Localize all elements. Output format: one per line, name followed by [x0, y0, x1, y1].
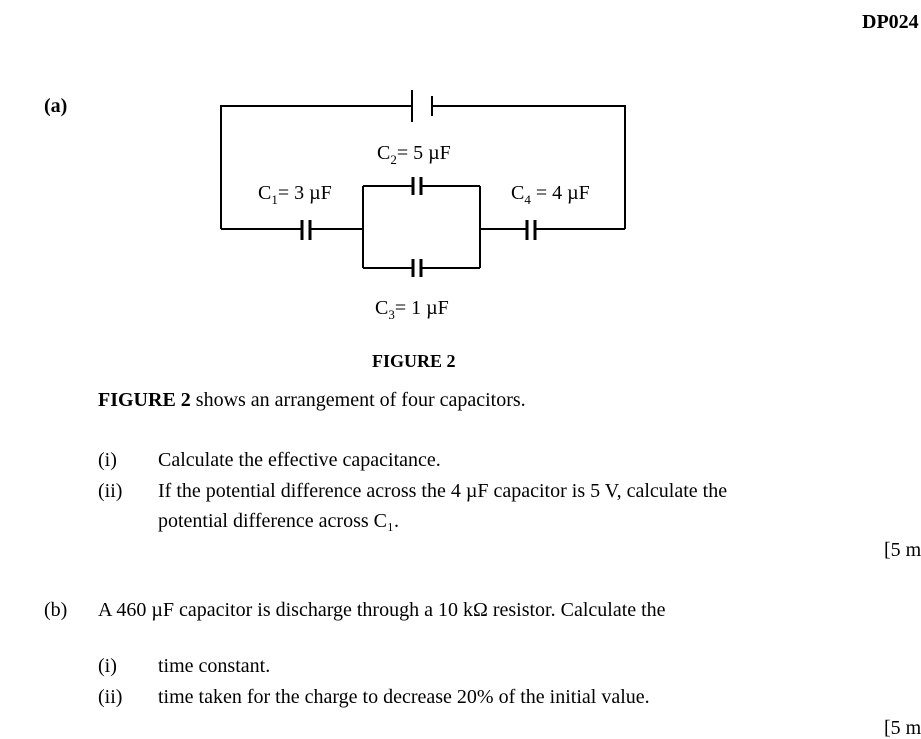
- c4-label: C4 = 4 µF: [511, 183, 590, 206]
- question-a-ii-number: (ii): [98, 480, 123, 502]
- figure-caption: FIGURE 2: [372, 351, 456, 371]
- top-wire-right: [432, 105, 626, 229]
- question-a-ii-text: If the potential difference across the 4…: [158, 480, 728, 502]
- c3-value: = 1 µF: [394, 297, 449, 319]
- c1-label: C1= 3 µF: [258, 183, 332, 206]
- c3-sub: 3: [388, 307, 395, 322]
- part-b-marks: [5 m: [884, 717, 921, 739]
- question-b-i-text: time constant.: [158, 655, 271, 677]
- part-b-label: (b): [44, 599, 68, 621]
- part-b-text: A 460 µF capacitor is discharge through …: [98, 599, 666, 621]
- part-a-marks: [5 m: [884, 539, 921, 561]
- question-b-i-number: (i): [98, 655, 117, 677]
- c1-value: = 3 µF: [277, 182, 332, 204]
- c4-value: = 4 µF: [530, 182, 590, 204]
- intro-sentence: FIGURE 2 shows an arrangement of four ca…: [98, 390, 526, 410]
- question-a-i-number: (i): [98, 449, 117, 471]
- c2-value: = 5 µF: [396, 142, 451, 164]
- c4-sub: 4: [524, 192, 531, 207]
- c3-label: C3= 1 µF: [375, 298, 449, 321]
- document-code: DP024: [862, 11, 919, 33]
- intro-rest: shows an arrangement of four capacitors.: [190, 389, 526, 411]
- top-wire-left: [220, 105, 412, 229]
- question-a-i-text: Calculate the effective capacitance.: [158, 449, 441, 471]
- c2-sub: 2: [390, 152, 397, 167]
- question-b-ii-text: time taken for the charge to decrease 20…: [158, 686, 650, 708]
- c2-label: C2= 5 µF: [377, 143, 451, 166]
- c1-sub: 1: [271, 192, 278, 207]
- c3-name: C: [375, 297, 389, 319]
- question-a-ii-text-line2: potential difference across C₁.: [158, 510, 399, 532]
- question-b-ii-number: (ii): [98, 686, 123, 708]
- part-a-label: (a): [44, 95, 68, 117]
- c4-name: C: [511, 182, 525, 204]
- intro-bold: FIGURE 2: [98, 389, 191, 411]
- c1-name: C: [258, 182, 272, 204]
- c2-name: C: [377, 142, 391, 164]
